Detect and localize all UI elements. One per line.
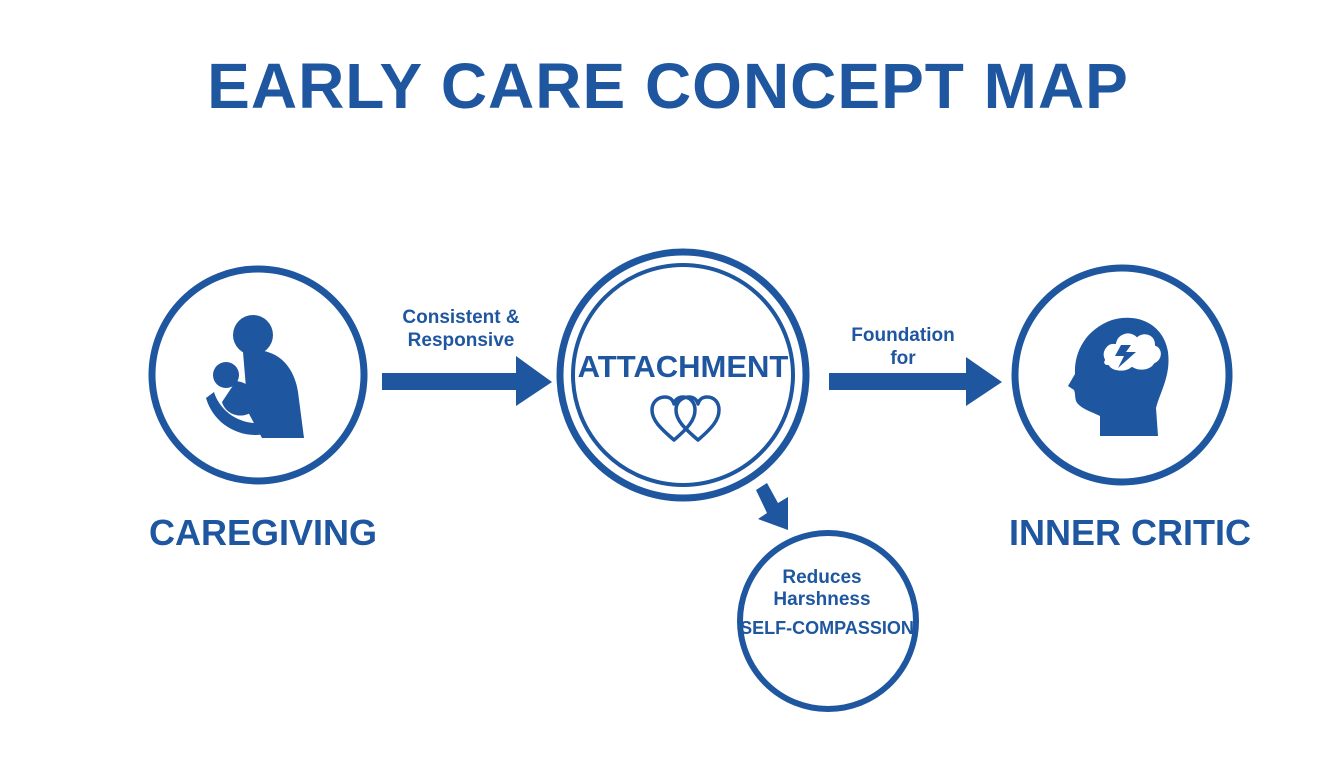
- arrow-diagonal-icon: [756, 483, 788, 530]
- attachment-outer-circle: [556, 248, 810, 502]
- inner-critic-node: INNER CRITIC: [1009, 264, 1251, 553]
- caregiving-circle: [148, 265, 368, 485]
- self-compassion-sublabel-line1: Reduces: [782, 567, 861, 588]
- caregiving-label: CAREGIVING: [149, 512, 377, 553]
- linked-hearts-icon: [650, 395, 721, 442]
- inner-critic-circle: [1011, 264, 1233, 486]
- arrow-right-icon: [829, 357, 1002, 406]
- self-compassion-label: SELF-COMPASSION: [740, 618, 914, 638]
- head-with-storm-cloud-icon: [1068, 317, 1169, 436]
- attachment-node: ATTACHMENT: [556, 248, 810, 502]
- caregiving-node: CAREGIVING: [148, 265, 377, 553]
- attachment-label: ATTACHMENT: [578, 349, 789, 384]
- attachment-inner-circle: [571, 263, 795, 487]
- edge-caregiving-to-attachment: Consistent & Responsive: [382, 307, 552, 406]
- lightning-icon: [1115, 345, 1136, 368]
- edge-label-line2: Responsive: [408, 330, 515, 351]
- self-compassion-node: Reduces Harshness SELF-COMPASSION: [737, 530, 919, 712]
- arrow-right-icon: [382, 356, 552, 406]
- edge-label-line2: for: [890, 348, 916, 369]
- edge-attachment-to-inner-critic: Foundation for: [829, 325, 1002, 406]
- self-compassion-circle: [737, 530, 919, 712]
- edge-attachment-to-self-compassion: [756, 483, 788, 530]
- edge-label-line1: Foundation: [851, 325, 954, 346]
- inner-critic-label: INNER CRITIC: [1009, 512, 1251, 553]
- self-compassion-sublabel-line2: Harshness: [773, 589, 870, 610]
- parent-holding-baby-icon: [206, 315, 304, 438]
- edge-label-line1: Consistent &: [402, 307, 519, 328]
- page-title: EARLY CARE CONCEPT MAP: [207, 50, 1129, 122]
